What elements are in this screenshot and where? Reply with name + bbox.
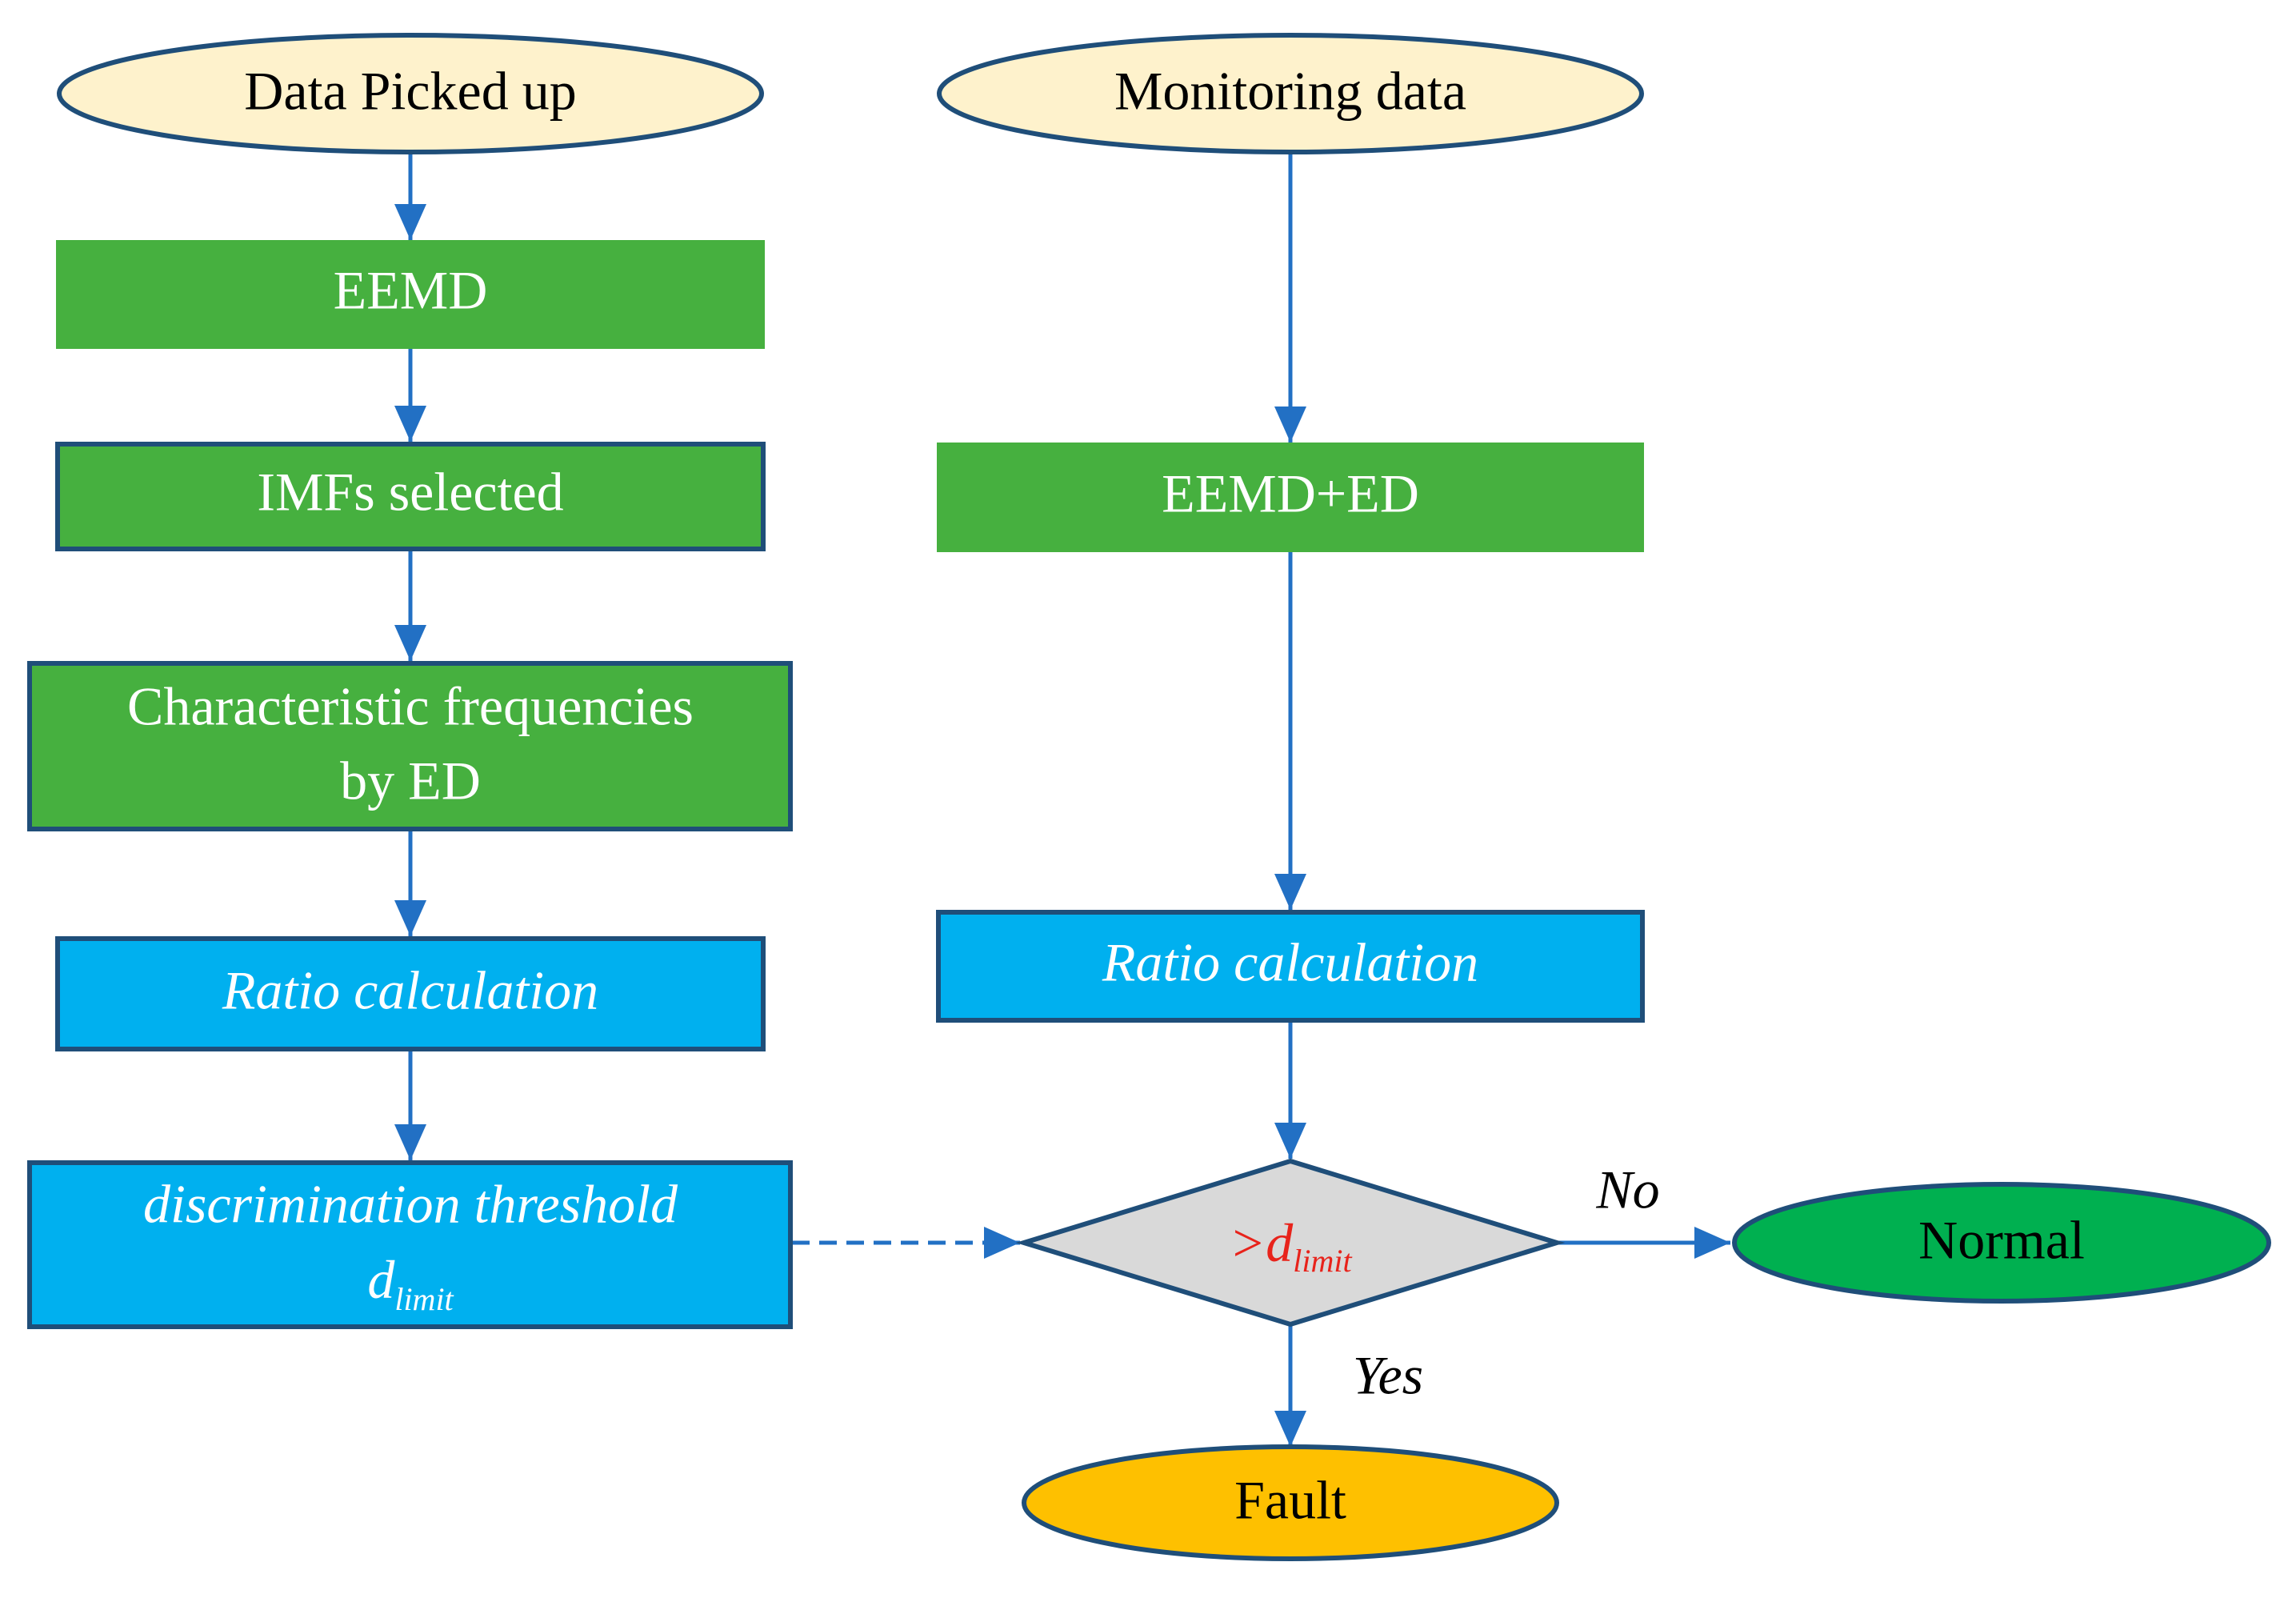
data-picked-up-label: Data Picked up bbox=[244, 61, 576, 122]
node-ratio-calculation-right: Ratio calculation bbox=[936, 910, 1645, 1023]
char-freq-label-line2: by ED bbox=[340, 751, 481, 811]
node-eemd: EEMD bbox=[56, 240, 765, 349]
threshold-label-line2: dlimit bbox=[367, 1249, 454, 1318]
node-fault: Fault bbox=[1022, 1444, 1559, 1561]
imfs-selected-label: IMFs selected bbox=[257, 462, 563, 523]
node-imfs-selected: IMFs selected bbox=[55, 442, 766, 551]
decision-label: >dlimit bbox=[1229, 1212, 1352, 1280]
node-discrimination-threshold: discrimination threshold dlimit bbox=[27, 1160, 793, 1329]
threshold-d: d bbox=[367, 1249, 395, 1310]
connectors bbox=[394, 152, 1730, 1447]
decision-d: d bbox=[1266, 1212, 1294, 1273]
threshold-label-line1: discrimination threshold bbox=[143, 1174, 678, 1235]
node-ratio-calculation-left: Ratio calculation bbox=[55, 936, 766, 1051]
node-normal: Normal bbox=[1732, 1182, 2271, 1304]
node-eemd-ed: EEMD+ED bbox=[937, 443, 1644, 552]
node-characteristic-frequencies: Characteristic frequencies by ED bbox=[27, 661, 793, 831]
decision-subscript: limit bbox=[1293, 1243, 1352, 1279]
normal-label: Normal bbox=[1918, 1210, 2085, 1271]
monitoring-data-label: Monitoring data bbox=[1114, 61, 1466, 122]
node-decision-threshold: >dlimit bbox=[1015, 1158, 1566, 1328]
node-monitoring-data: Monitoring data bbox=[937, 33, 1644, 154]
edge-label-yes: Yes bbox=[1353, 1345, 1423, 1406]
ratio-left-label: Ratio calculation bbox=[222, 960, 598, 1021]
edge-label-no: No bbox=[1595, 1159, 1659, 1220]
fault-label: Fault bbox=[1234, 1470, 1346, 1531]
decision-gt: > bbox=[1229, 1212, 1266, 1273]
threshold-subscript: limit bbox=[394, 1281, 454, 1317]
node-data-picked-up: Data Picked up bbox=[57, 33, 764, 154]
eemd-label: EEMD bbox=[334, 260, 488, 321]
eemd-ed-label: EEMD+ED bbox=[1162, 463, 1419, 524]
ratio-right-label: Ratio calculation bbox=[1102, 932, 1478, 993]
char-freq-label-line1: Characteristic frequencies bbox=[127, 676, 694, 737]
